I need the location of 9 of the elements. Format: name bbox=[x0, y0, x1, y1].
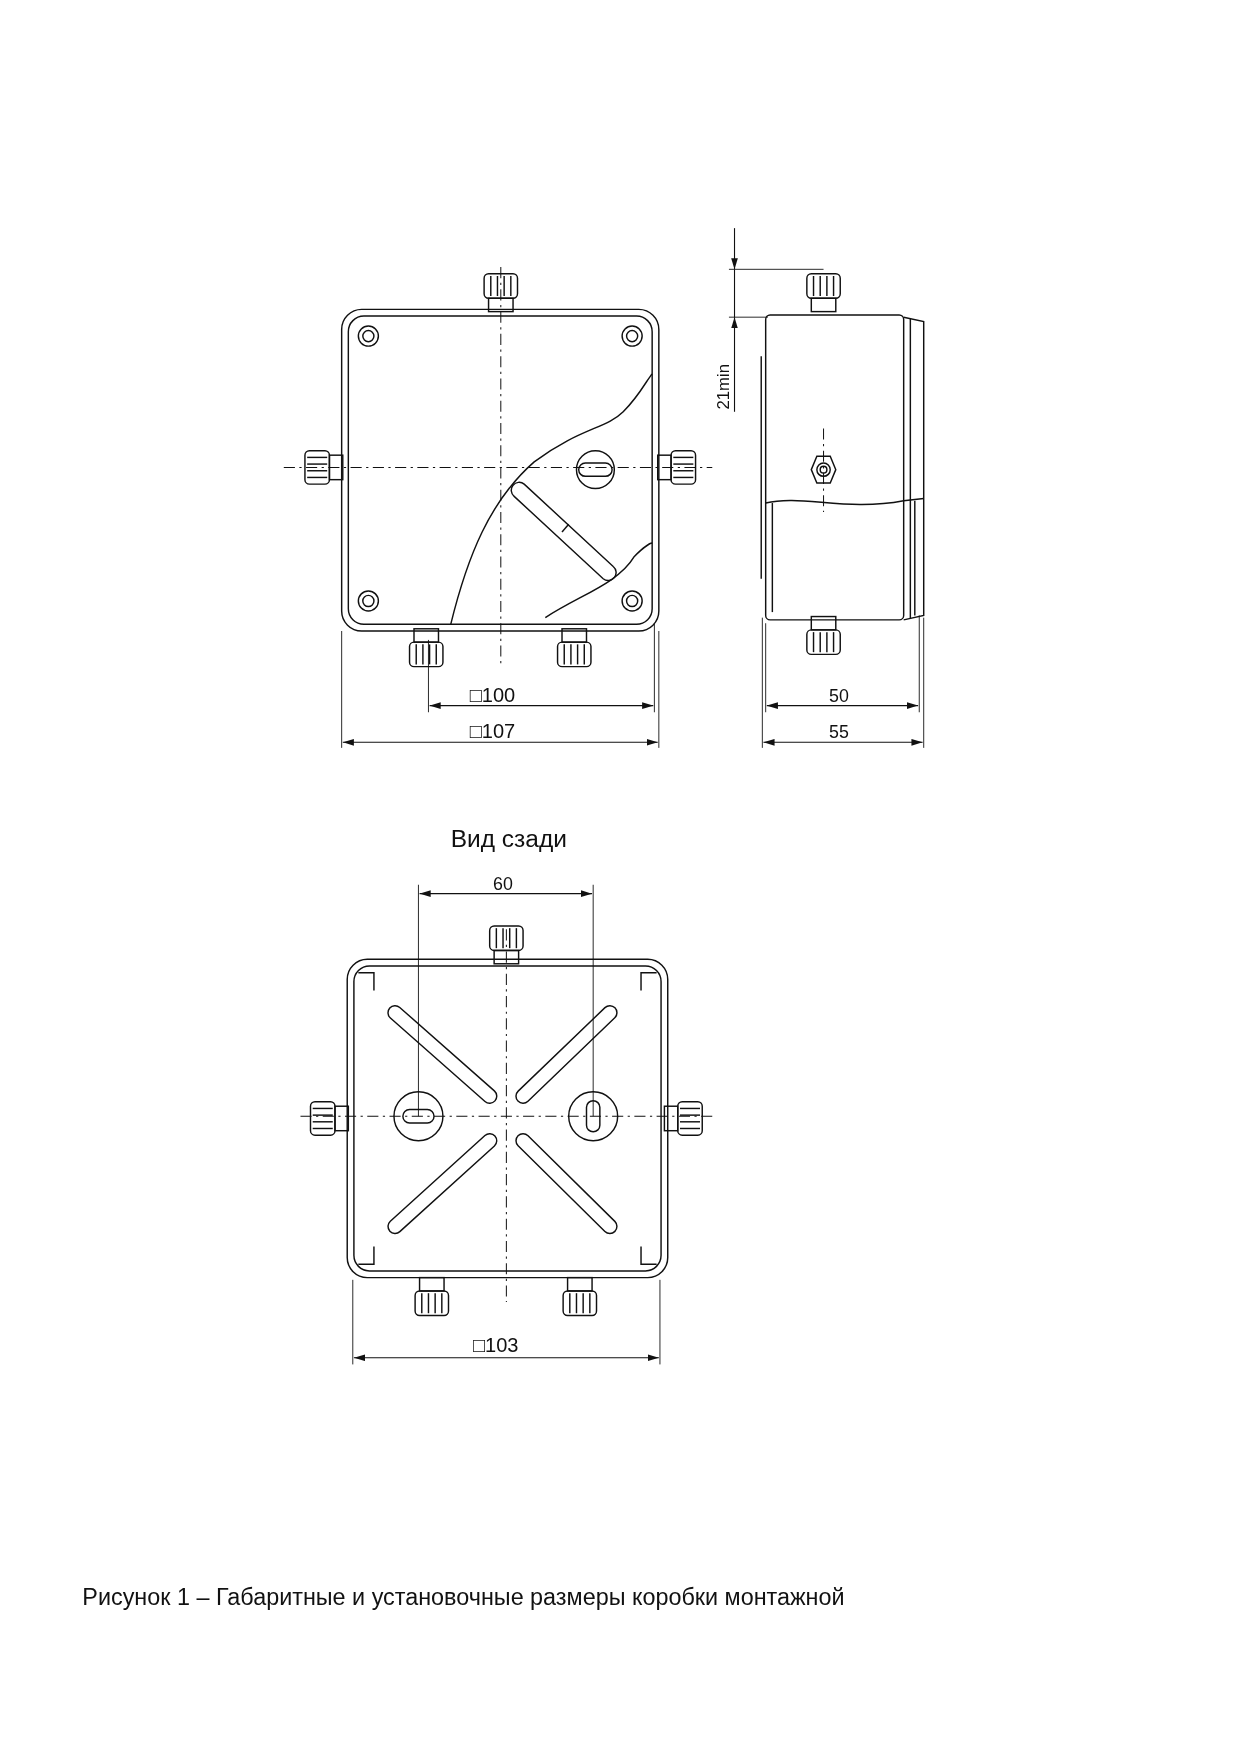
dimension-value: □103 bbox=[473, 1335, 519, 1356]
dimension-value: □107 bbox=[469, 721, 516, 742]
dimension-value: 60 bbox=[493, 875, 513, 894]
dimension-value: □100 bbox=[469, 685, 516, 706]
dimension-value: 55 bbox=[829, 723, 849, 742]
dimension-value: 21min bbox=[714, 364, 732, 410]
view-title: Вид сзади bbox=[450, 826, 567, 852]
dimension-value: 50 bbox=[829, 687, 849, 706]
figure-caption: Рисунок 1 – Габаритные и установочные размеры коробки монтажной bbox=[82, 1584, 845, 1609]
